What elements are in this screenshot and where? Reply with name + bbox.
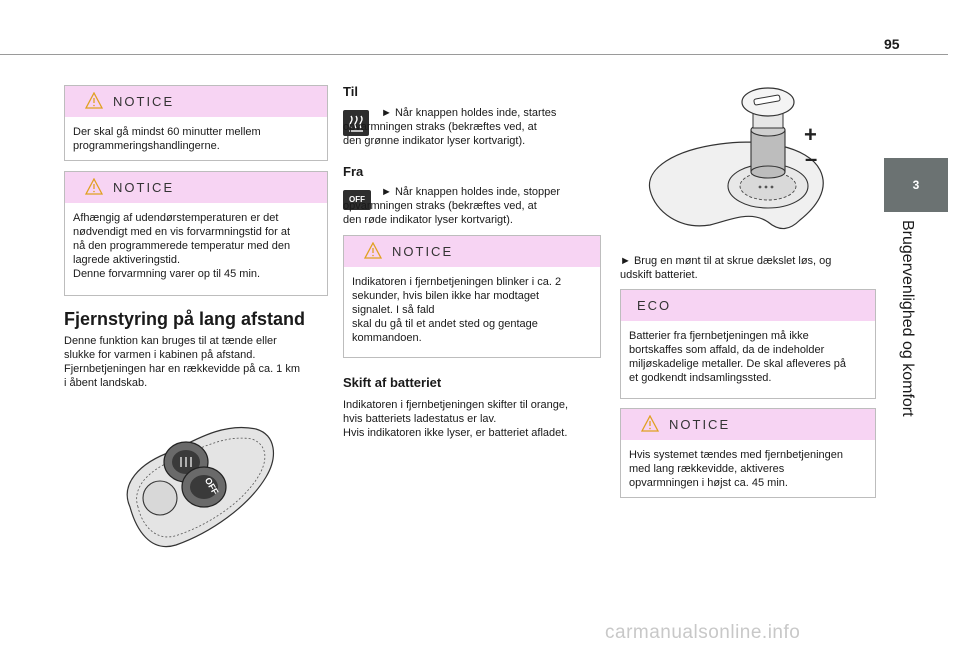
section-text: Denne funktion kan bruges til at tænde e…	[64, 335, 301, 389]
warning-icon	[364, 242, 382, 259]
fra-heading: Fra	[343, 164, 364, 179]
notice-header: NOTICE	[65, 172, 327, 203]
notice-box-2: NOTICE Afhængig af udendørstemperaturen …	[64, 171, 328, 296]
notice-title: NOTICE	[669, 417, 731, 432]
eco-title: ECO	[637, 298, 672, 313]
battery-replacement-image: + –	[648, 87, 824, 230]
notice-text: Indikatoren i fjernbetjeningen blinker i…	[352, 276, 562, 344]
battery-heading: Skift af batteriet	[343, 375, 442, 390]
notice-header: NOTICE	[65, 86, 327, 117]
eco-header: ECO	[621, 290, 875, 321]
fra-text: ► Når knappen holdes inde, stopper opvar…	[343, 186, 561, 226]
chapter-tab[interactable]: 3	[884, 158, 948, 212]
notice-text: Der skal gå mindst 60 minutter mellem pr…	[73, 126, 261, 152]
til-heading: Til	[343, 84, 358, 99]
battery-plus-sign: +	[804, 122, 817, 147]
notice-title: NOTICE	[113, 94, 175, 109]
notice-text: Hvis systemet tændes med fjernbetjeninge…	[629, 449, 843, 489]
battery-minus-sign: –	[805, 146, 817, 171]
remote-control-image: OFF	[126, 426, 274, 548]
notice-title: NOTICE	[392, 244, 454, 259]
off-icon: OFF	[343, 190, 371, 210]
battery-step-text: ► Brug en mønt til at skrue dækslet løs,…	[620, 255, 832, 281]
notice-box-3: NOTICE Indikatoren i fjernbetjeningen bl…	[343, 235, 601, 358]
page-number: 95	[884, 36, 900, 52]
warning-icon	[641, 415, 659, 432]
notice-header: NOTICE	[344, 236, 600, 267]
notice-box-1: NOTICE Der skal gå mindst 60 minutter me…	[64, 85, 328, 161]
notice-title: NOTICE	[113, 180, 175, 195]
til-text: ► Når knappen holdes inde, startes opvar…	[343, 107, 557, 147]
notice-header: NOTICE	[621, 409, 875, 440]
top-rule	[0, 54, 948, 55]
battery-text: Indikatoren i fjernbetjeningen skifter t…	[343, 399, 569, 439]
warning-icon	[85, 92, 103, 109]
heat-on-icon	[343, 110, 369, 136]
eco-text: Batterier fra fjernbetjeningen må ikke b…	[629, 330, 847, 384]
eco-box: ECO Batterier fra fjernbetjeningen må ik…	[620, 289, 876, 399]
notice-box-4: NOTICE Hvis systemet tændes med fjernbet…	[620, 408, 876, 498]
watermark: carmanualsonline.info	[605, 622, 801, 643]
chapter-title: Brugervenlighed og komfort	[899, 220, 916, 417]
warning-icon	[85, 178, 103, 195]
section-heading: Fjernstyring på lang afstand	[64, 309, 306, 329]
notice-text: Afhængig af udendørstemperaturen er det …	[73, 212, 291, 280]
